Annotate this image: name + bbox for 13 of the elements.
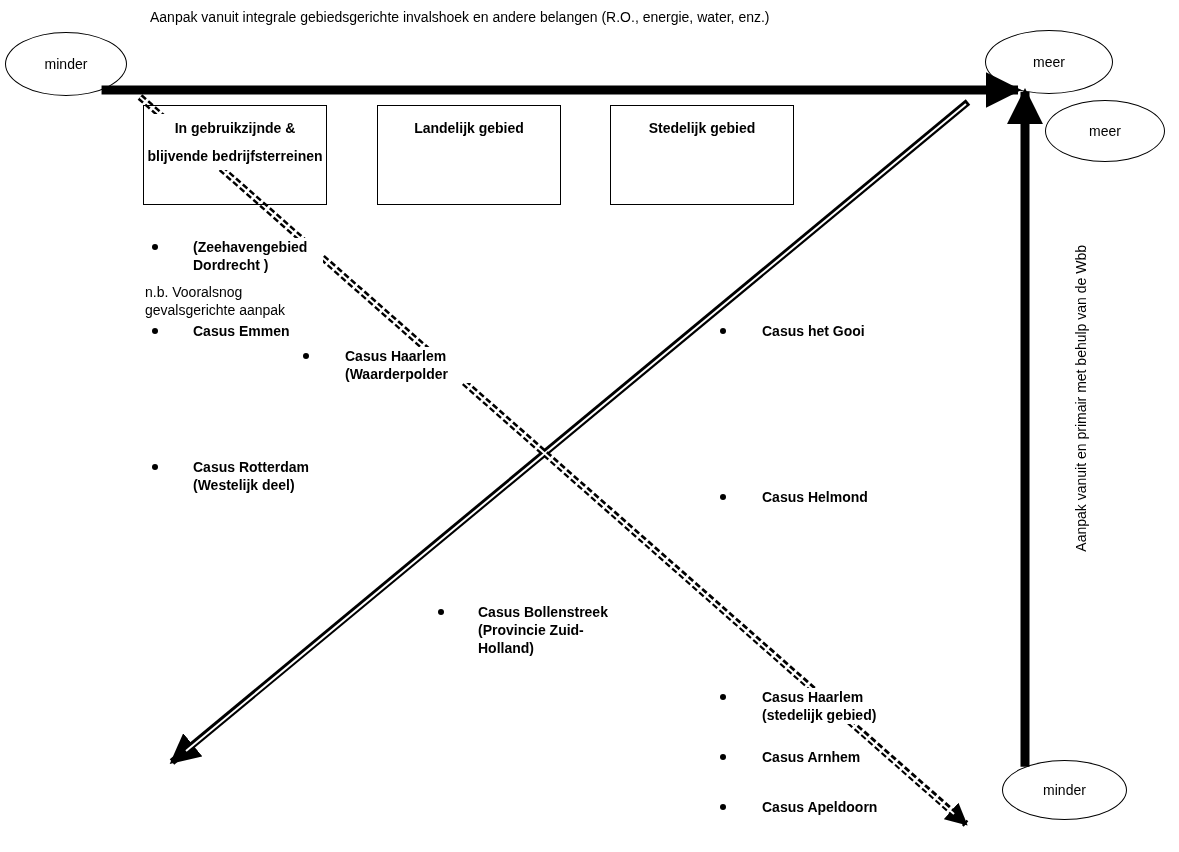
node-text: minder (44, 56, 88, 72)
category-box (143, 105, 327, 205)
node-text: minder (1043, 782, 1086, 798)
case-label: Casus Apeldoorn (762, 798, 878, 816)
edge-label: Aanpak vanuit integrale gebiedsgerichte invalshoek en andere belangen (R.O., energie, water, enz.) (150, 8, 771, 27)
category-box (610, 105, 794, 205)
node-text: meer (1033, 54, 1065, 70)
arrow (101, 72, 1022, 108)
category-box (377, 105, 561, 205)
edge-label: Aanpak vanuit en primair met behulp van de Wbb (1072, 245, 1090, 552)
case-label: (Zeehavengebied Dordrecht ) (193, 238, 323, 274)
node-text: meer (1089, 123, 1121, 139)
arrow (1007, 88, 1043, 767)
